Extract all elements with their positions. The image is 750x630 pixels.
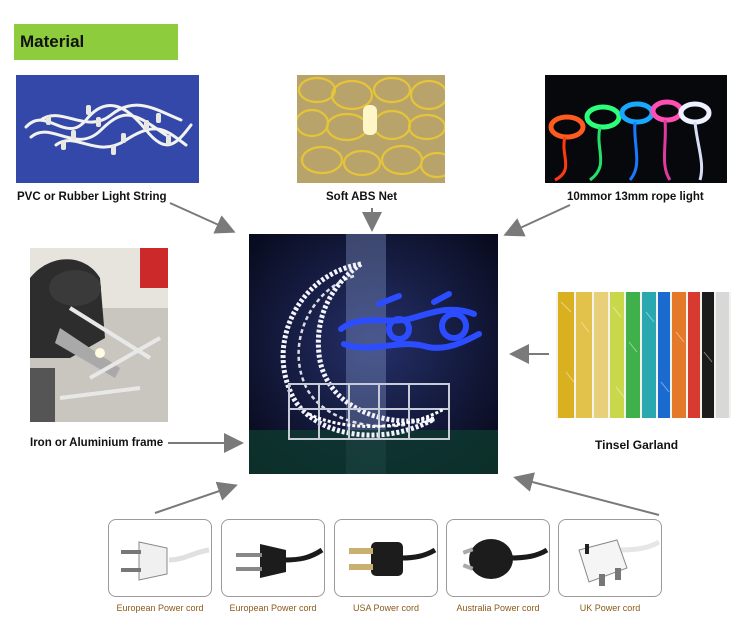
soft-abs-net-label: Soft ABS Net [326,191,398,203]
cord-label-eu-black: European Power cord [229,603,317,613]
us-plug-icon [349,542,437,576]
arrow-pvc [169,202,236,234]
crescent-motif-photo [249,234,498,474]
eu-black-plug-box [221,519,325,597]
arrow-uk-cord [513,472,660,516]
eu-white-plug-box [108,519,212,597]
rope-light-label: 10mmor 13mm rope light [567,191,704,203]
iron-frame-photo [30,248,168,422]
iron-frame-label: Iron or Aluminium frame [30,437,164,449]
tinsel-garland-label: Tinsel Garland [595,438,679,452]
section-title-banner: Material [14,24,178,60]
uk-plug-box [558,519,662,597]
cord-label-usa: USA Power cord [352,603,420,613]
cord-label-uk: UK Power cord [579,603,641,613]
cord-label-eu-white: European Power cord [116,603,204,613]
arrow-eu-cord [154,481,238,514]
cord-label-australia: Australia Power cord [456,603,540,613]
pvc-light-string-label: PVC or Rubber Light String [17,191,167,203]
us-plug-box [334,519,438,597]
au-plug-icon [462,539,549,579]
uk-plug-icon [578,539,661,586]
pvc-light-string-photo [16,75,199,183]
section-title: Material [20,32,85,51]
tinsel-garland-photo [556,292,731,418]
eu-plug-black-icon [236,544,324,578]
au-plug-box [446,519,550,597]
arrow-rope [503,204,571,237]
rope-light-photo [545,75,727,183]
soft-abs-net-photo [297,75,445,183]
eu-plug-white-icon [121,541,210,581]
